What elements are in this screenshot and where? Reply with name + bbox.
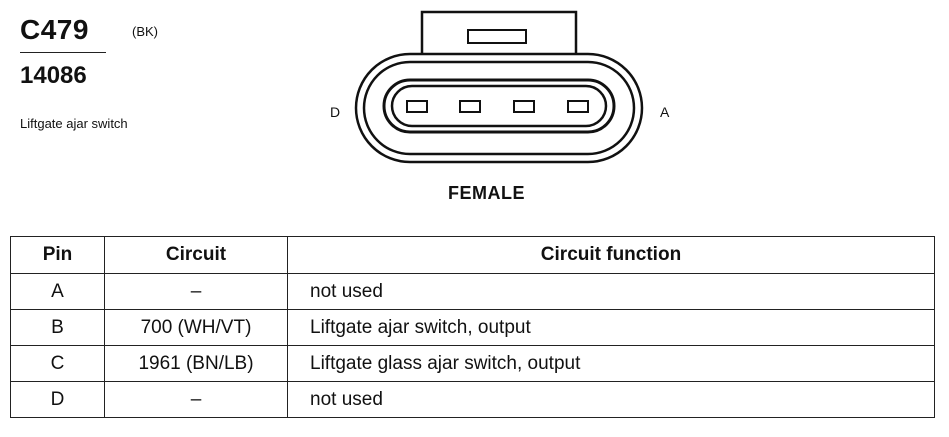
terminal-cavity-outer (382, 78, 616, 134)
header-circuit-function: Circuit function (287, 236, 935, 274)
terminal-c (459, 100, 481, 113)
function-cell: not used (287, 273, 935, 310)
connector-housing-outer (354, 52, 644, 164)
function-cell: Liftgate glass ajar switch, output (287, 345, 935, 382)
connector-description: Liftgate ajar switch (20, 116, 128, 131)
locking-tab-slot (467, 29, 527, 44)
color-code: (BK) (132, 24, 158, 39)
connector-face-diagram (354, 10, 644, 164)
function-cell: Liftgate ajar switch, output (287, 309, 935, 346)
circuit-cell: – (104, 381, 288, 418)
pin-cell: D (10, 381, 105, 418)
circuit-cell: 1961 (BN/LB) (104, 345, 288, 382)
connector-id: C479 (20, 14, 89, 45)
table-header-row: Pin Circuit Circuit function (10, 236, 935, 274)
circuit-cell: – (104, 273, 288, 310)
connector-housing-inner (362, 60, 636, 156)
pinout-table: Pin Circuit Circuit function A – not use… (10, 236, 935, 418)
header-pin: Pin (10, 236, 105, 274)
id-divider (20, 52, 106, 53)
pin-end-label-right: A (660, 104, 670, 120)
terminal-a (567, 100, 589, 113)
table-row: B 700 (WH/VT) Liftgate ajar switch, outp… (10, 309, 935, 346)
header-circuit: Circuit (104, 236, 288, 274)
terminal-d (406, 100, 428, 113)
pin-end-label-left: D (330, 104, 341, 120)
circuit-cell: 700 (WH/VT) (104, 309, 288, 346)
function-cell: not used (287, 381, 935, 418)
part-number: 14086 (20, 62, 87, 89)
terminal-b (513, 100, 535, 113)
table-row: D – not used (10, 381, 935, 418)
table-row: C 1961 (BN/LB) Liftgate glass ajar switc… (10, 345, 935, 382)
pin-cell: B (10, 309, 105, 346)
pin-cell: C (10, 345, 105, 382)
table-row: A – not used (10, 273, 935, 310)
connector-gender-label: FEMALE (448, 183, 525, 203)
pin-cell: A (10, 273, 105, 310)
terminal-cavity-inner (390, 84, 608, 128)
